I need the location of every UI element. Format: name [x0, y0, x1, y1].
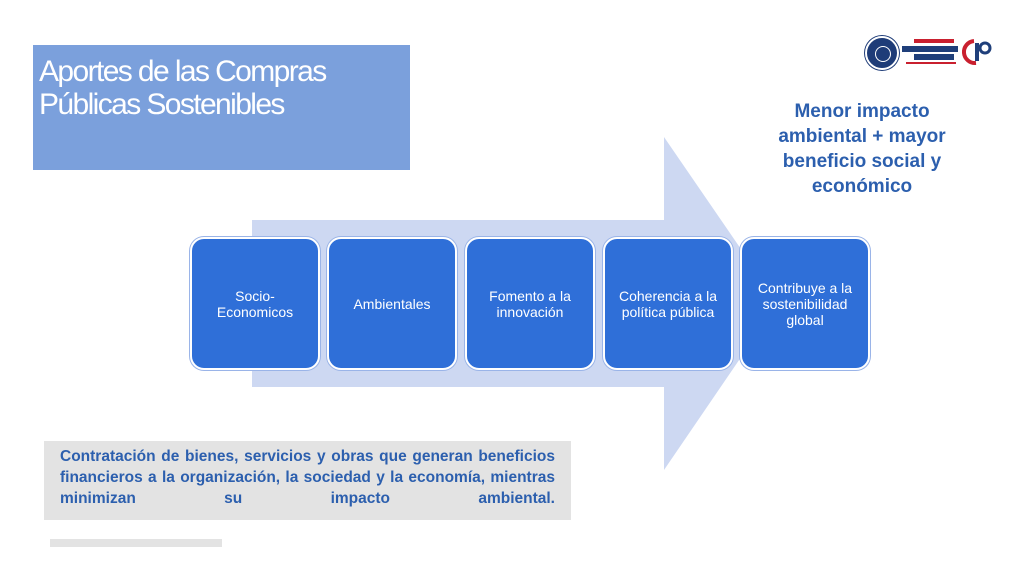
- step-label-3: Fomento a la innovación: [489, 287, 571, 320]
- step-box-1: Socio-Economicos: [190, 237, 320, 370]
- header-logos: [862, 33, 992, 71]
- institutional-seal-icon: [865, 36, 899, 70]
- title-box: Aportes de las Compras Públicas Sostenib…: [33, 45, 410, 170]
- definition-box: Contratación de bienes, servicios y obra…: [44, 441, 571, 520]
- gp-monogram-icon: [961, 39, 992, 66]
- page-title-line-1: Aportes de las Compras: [39, 55, 327, 88]
- step-box-3: Fomento a la innovación: [465, 237, 595, 370]
- step-label-4: Coherencia a la política pública: [618, 287, 718, 320]
- step-box-2: Ambientales: [327, 237, 457, 370]
- decorative-bar: [50, 539, 222, 547]
- step-label-5: Contribuye a la sostenibilidad global: [757, 279, 853, 328]
- step-label-1: Socio-Economicos: [216, 287, 294, 320]
- seal-inner-ring: [875, 46, 891, 62]
- step-box-5: Contribuye a la sostenibilidad global: [740, 237, 870, 370]
- definition-text: Contratación de bienes, servicios y obra…: [60, 448, 555, 507]
- headline-text: Menor impacto ambiental + mayor benefici…: [778, 101, 946, 197]
- step-box-4: Coherencia a la política pública: [603, 237, 733, 370]
- page-title-line-2: Públicas Sostenibles: [39, 88, 285, 121]
- step-label-2: Ambientales: [353, 295, 431, 312]
- contrataciones-publicas-logo-icon: [900, 39, 960, 65]
